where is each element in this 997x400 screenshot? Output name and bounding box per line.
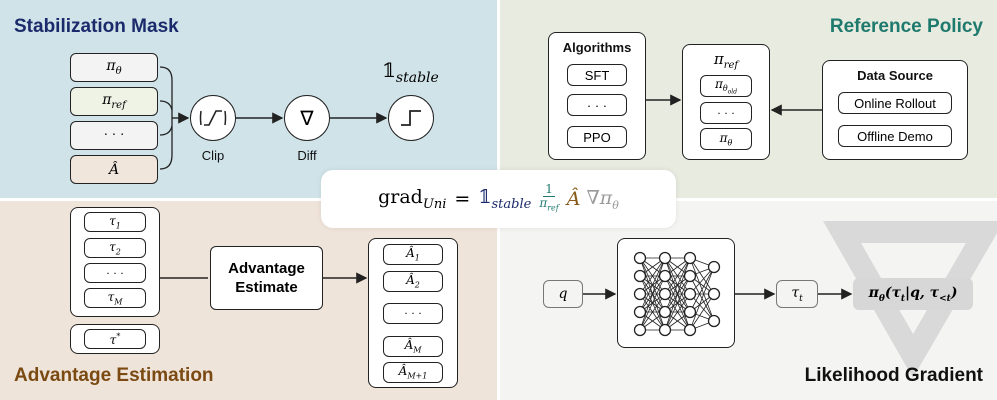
pi-theta: πθ xyxy=(700,128,752,150)
data-source-online: Online Rollout xyxy=(838,92,952,114)
indicator-stable: 𝟙stable xyxy=(382,58,439,86)
algorithm-ellipsis: · · · xyxy=(567,94,627,116)
likelihood-output-box: πθ(τt|q, τ<t) xyxy=(853,278,973,310)
pi-ellipsis: · · · xyxy=(700,102,752,124)
algorithm-ppo: PPO xyxy=(567,126,627,148)
clip-label: Clip xyxy=(201,148,225,163)
diff-label: Diff xyxy=(297,148,317,163)
advantage-output-m-plus-1: ÂM+1 xyxy=(383,362,443,383)
diff-icon: ∇ xyxy=(284,95,330,141)
advantage-title: Advantage Estimation xyxy=(14,365,214,386)
input-pi-ref: πref xyxy=(70,87,158,116)
trajectory-2: τ2 xyxy=(84,238,146,258)
pi-ref-title: πref xyxy=(713,50,739,71)
data-source-offline: Offline Demo xyxy=(838,125,952,147)
advantage-output-1: Â1 xyxy=(383,244,443,265)
formula-eq: = xyxy=(454,188,471,210)
algorithms-title: Algorithms xyxy=(562,40,632,55)
reference-policy-title: Reference Policy xyxy=(829,16,983,37)
formula-indicator: 𝟙stable xyxy=(478,186,532,212)
trajectory-m: τM xyxy=(84,288,146,308)
data-source-title: Data Source xyxy=(857,68,933,83)
formula-advantage: Â xyxy=(566,188,581,210)
advantage-output-2: Â2 xyxy=(383,271,443,292)
trajectory-optimal: τ* xyxy=(84,329,146,349)
stabilization-title: Stabilization Mask xyxy=(14,16,179,37)
advantage-estimate-box: Advantage Estimate xyxy=(210,246,323,310)
query-box: q xyxy=(543,280,583,308)
trajectory-1: τ1 xyxy=(84,212,146,232)
formula-lhs: gradUni xyxy=(378,186,447,212)
step-function-icon xyxy=(388,95,434,141)
clip-icon xyxy=(190,95,236,141)
algorithm-sft: SFT xyxy=(567,64,627,86)
likelihood-title: Likelihood Gradient xyxy=(804,365,983,386)
advantage-output-m: ÂM xyxy=(383,336,443,357)
input-pi-theta: πθ xyxy=(70,53,158,82)
trajectory-ellipsis: · · · xyxy=(84,263,146,283)
unified-gradient-formula: gradUni = 𝟙stable 1 πref Â ∇πθ xyxy=(321,170,676,228)
pi-theta-old: πθold xyxy=(700,75,752,97)
input-ellipsis: · · · xyxy=(70,121,158,150)
formula-grad: ∇πθ xyxy=(586,186,619,212)
input-advantage: Â xyxy=(70,155,158,184)
formula-fraction: 1 πref xyxy=(539,182,559,213)
advantage-output-ellipsis: · · · xyxy=(383,303,443,324)
token-box: τt xyxy=(776,280,818,308)
